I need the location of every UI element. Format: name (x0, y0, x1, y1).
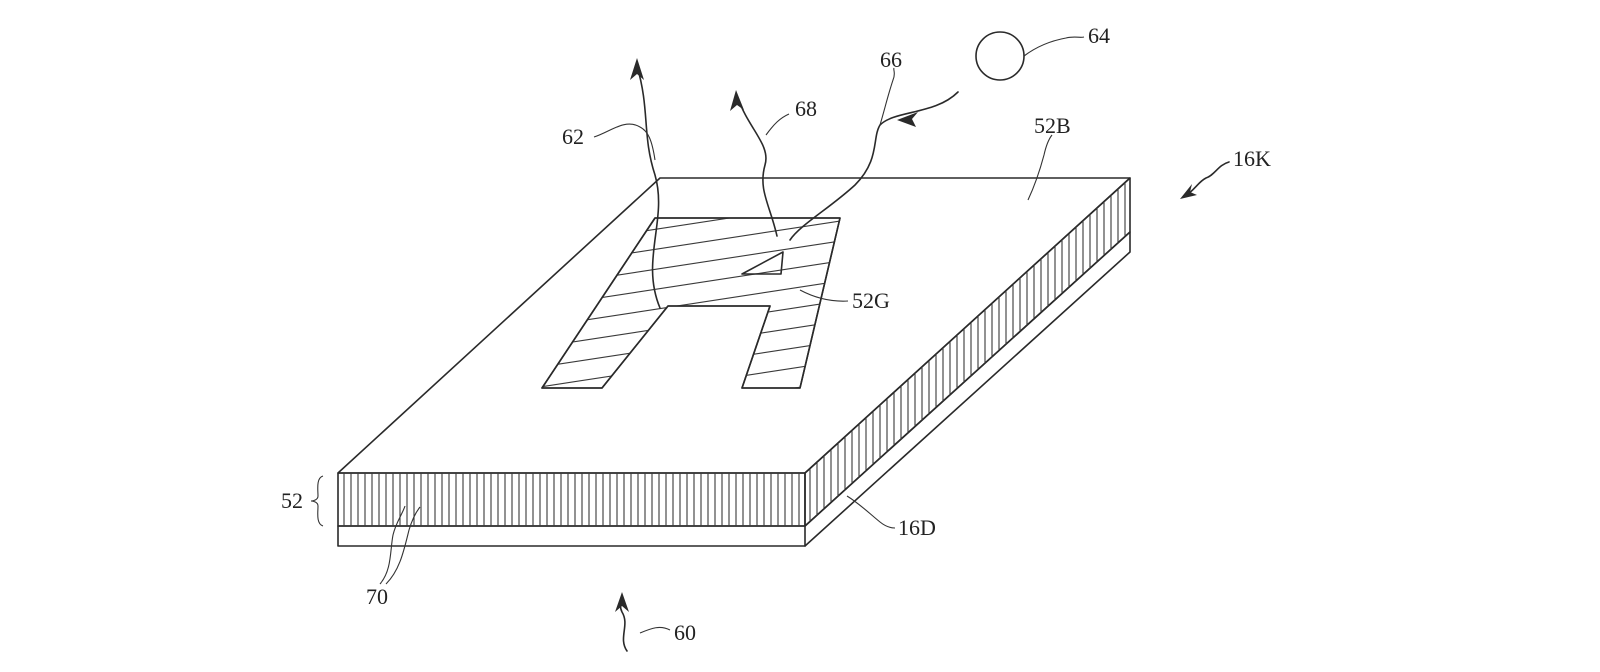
stripe-line (520, 258, 860, 310)
label-52g: 52G (852, 288, 890, 313)
label-62: 62 (562, 124, 584, 149)
letter-a-region-52g (520, 178, 860, 430)
light-ray-68 (730, 90, 777, 236)
arrowhead-up-icon (630, 58, 644, 80)
label-16d: 16D (898, 515, 936, 540)
stripe-line (520, 358, 860, 410)
figure-reference-arrow-16k (1180, 162, 1229, 199)
stripe-line (520, 218, 860, 270)
side-face-substrate-16d (805, 232, 1130, 546)
label-70: 70 (366, 584, 388, 609)
label-66: 66 (880, 47, 902, 72)
label-68: 68 (795, 96, 817, 121)
reference-labels: 64 66 68 62 52B 16K 52G 52 16D 70 60 (281, 23, 1271, 645)
light-ray-60 (615, 592, 629, 651)
light-source-64 (976, 32, 1024, 80)
stripe-line (520, 198, 860, 250)
top-surface-52b (338, 178, 1130, 473)
arrowhead-icon (1180, 184, 1197, 199)
layered-block (338, 178, 1130, 546)
fiber-hatching-side (810, 178, 1125, 530)
stripe-line (520, 238, 860, 290)
stripe-line (520, 278, 860, 330)
fiber-hatching-front (344, 473, 799, 526)
leader-lines (311, 37, 1084, 633)
arrowhead-up-icon (615, 592, 629, 612)
label-60: 60 (674, 620, 696, 645)
label-52: 52 (281, 488, 303, 513)
stripe-line (520, 378, 860, 430)
side-face-layer-52 (805, 178, 1130, 526)
arrowhead-up-icon (730, 90, 744, 111)
label-52b: 52B (1034, 113, 1071, 138)
front-face-layer-52 (338, 473, 805, 526)
label-64: 64 (1088, 23, 1110, 48)
label-16k: 16K (1233, 146, 1271, 171)
